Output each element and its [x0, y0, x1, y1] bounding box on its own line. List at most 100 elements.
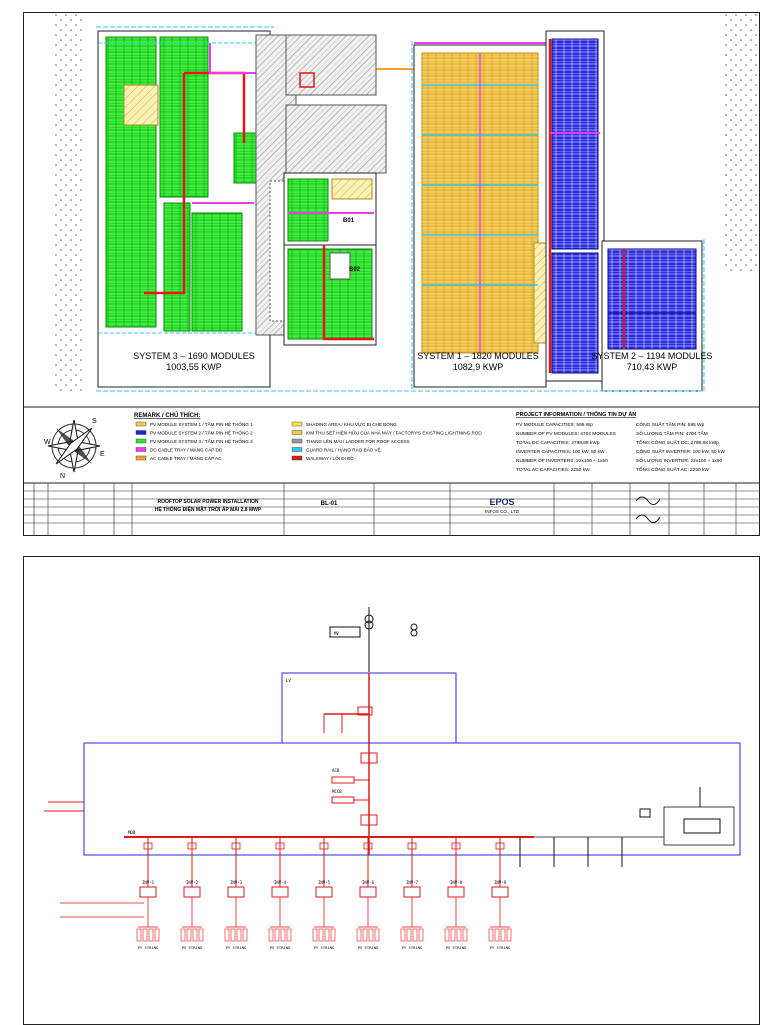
project-info-row: SỐ LƯỢNG TẤM PIN: 4704 TẤM — [636, 430, 708, 437]
string-label: PV STRING — [402, 945, 423, 950]
legend-item: SHADING AREA / KHU VỰC BỊ CHE BÓNG — [306, 421, 397, 427]
signature-icon — [635, 496, 661, 505]
sheet-code: BL-01 — [321, 501, 338, 507]
pv-string-icon — [192, 928, 198, 942]
project-info-row: TỔNG CÔNG SUẤT AC: 2250 kW — [636, 466, 709, 473]
feeder-group — [143, 837, 505, 887]
sld-tag-mv: MV — [334, 631, 339, 636]
inverter-tag: INV-5 — [318, 880, 331, 885]
legend-item: PV MODULE SYSTEM 1 / TẤM PIN HỆ THỐNG 1 — [150, 420, 253, 427]
compass-e: E — [100, 451, 105, 458]
hatched-building-b — [285, 34, 377, 96]
project-info-row: PV MODULE CAPACITIES: 595 Wp — [516, 422, 593, 428]
system-1-title: SYSTEM 1 – 1820 MODULES — [417, 351, 539, 361]
string-label: PV STRING — [138, 945, 159, 950]
system-2-title: SYSTEM 2 – 1194 MODULES — [592, 351, 713, 361]
inverter-tag: INV-9 — [494, 880, 507, 885]
pv-string-icon — [362, 928, 368, 942]
pv-string-icon — [286, 928, 292, 942]
project-info-en: PV MODULE CAPACITIES: 595 Wp NUMBER OF PV… — [516, 422, 616, 473]
feeder-breaker — [363, 842, 373, 850]
project-info-heading: PROJECT INFORMATION / THÔNG TIN DỰ ÁN — [516, 410, 636, 418]
ground-strip-left — [52, 13, 84, 393]
pv-string-icon — [198, 928, 204, 942]
string-label: PV STRING — [182, 945, 203, 950]
pv-string-icon — [324, 928, 330, 942]
pv-string-icon — [186, 928, 192, 942]
sld-tag-acb: ACB — [332, 768, 340, 773]
legend-item: DC CABLE TRAY / MÁNG CÁP DC — [150, 447, 223, 453]
legend-swatch — [135, 455, 147, 461]
sld-tag-mdb: MDB — [128, 830, 136, 835]
pv-string-icon — [356, 928, 362, 942]
feeder-breaker — [495, 842, 505, 850]
feeder-breaker — [451, 842, 461, 850]
aux-panel — [519, 787, 735, 867]
company-name: INFOS CO., LTD — [485, 509, 519, 514]
pv-string-icon — [136, 928, 142, 942]
pv-string-icon — [280, 928, 286, 942]
system-1-capacity: 1082,9 KWP — [453, 362, 504, 372]
pv-string-icon — [450, 928, 456, 942]
inverter-icon — [139, 886, 157, 898]
legend-swatch — [135, 421, 147, 427]
ac-junction-box — [299, 72, 315, 88]
pv-string-icon — [312, 928, 318, 942]
pv-string-icon — [224, 928, 230, 942]
pv-string-icon — [268, 928, 274, 942]
inverter-icon — [403, 886, 421, 898]
drawing-title: ROOFTOP SOLAR POWER INSTALLATION — [157, 499, 258, 505]
compass-n: N — [60, 473, 65, 480]
feeder-breaker — [319, 842, 329, 850]
pv-string-icon — [318, 928, 324, 942]
single-line-diagram-sheet: MV LV ACB MCCB MDB — [23, 556, 760, 1025]
string-label: PV STRING — [270, 945, 291, 950]
legend-item: PV MODULE SYSTEM 2 / TẤM PIN HỆ THỐNG 2 — [150, 429, 253, 436]
project-info-row: INVERTER CAPACITIES: 100 kW, 50 kW — [516, 449, 605, 455]
feeder-breaker — [143, 842, 153, 850]
inverter-icon — [271, 886, 289, 898]
inverter-icon — [359, 886, 377, 898]
signature-icon-2 — [635, 514, 661, 523]
pv-string-icon — [456, 928, 462, 942]
project-info-row: SỐ LƯỢNG INVERTER: 22x100 + 1x50 — [636, 457, 722, 464]
project-info-row: CÔNG SUẤT INVERTER: 100 kW, 50 kW — [636, 448, 725, 455]
feeder-breaker — [231, 842, 241, 850]
pv-string-icon — [148, 928, 154, 942]
pv-string-icon — [506, 928, 512, 942]
legend-item: WALKWAY / LỐI ĐI BỘ — [306, 455, 354, 461]
legend-item: GUARD RAIL / HÀNG RÀO BẢO VỆ — [306, 446, 381, 453]
system-2-capacity: 710,43 KWP — [627, 362, 678, 372]
compass-s: S — [92, 418, 97, 425]
compass-w: W — [44, 439, 51, 446]
sld-tag-lv: LV — [286, 678, 291, 683]
project-info-row: CÔNG SUẤT TẤM PIN: 595 Wp — [636, 421, 705, 428]
system-3-title: SYSTEM 3 – 1690 MODULES — [133, 351, 255, 361]
inverter-tag: INV-2 — [186, 880, 199, 885]
sld-tag-mccb: MCCB — [332, 789, 342, 794]
legend-swatch — [291, 438, 303, 444]
building-label-b01: B01 — [343, 218, 355, 224]
pv-string-icon — [242, 928, 248, 942]
pv-string-icon — [274, 928, 280, 942]
legend-item: AC CABLE TRAY / MÁNG CÁP AC — [150, 455, 222, 461]
inverter-icon — [491, 886, 509, 898]
pv-string-icon — [418, 928, 424, 942]
feeder-breaker — [407, 842, 417, 850]
legend-swatch — [291, 447, 303, 452]
pv-string-icon — [368, 928, 374, 942]
string-label: PV STRING — [446, 945, 467, 950]
legend-item: PV MODULE SYSTEM 3 / TẤM PIN HỆ THỐNG 3 — [150, 437, 253, 444]
system-3-capacity: 1003,55 KWP — [166, 362, 222, 372]
legend-heading: REMARK / CHÚ THÍCH: — [134, 411, 200, 419]
building-label-b02: B02 — [349, 267, 361, 273]
inverter-icon — [447, 886, 465, 898]
hatched-building-c — [285, 104, 387, 174]
pv-string-icon — [400, 928, 406, 942]
pv-string-icon — [236, 928, 242, 942]
project-info-row: NUMBER OF PV MODULES: 4704 MODULES — [516, 431, 616, 437]
pv-string-icon — [180, 928, 186, 942]
pv-string-icon — [154, 928, 160, 942]
